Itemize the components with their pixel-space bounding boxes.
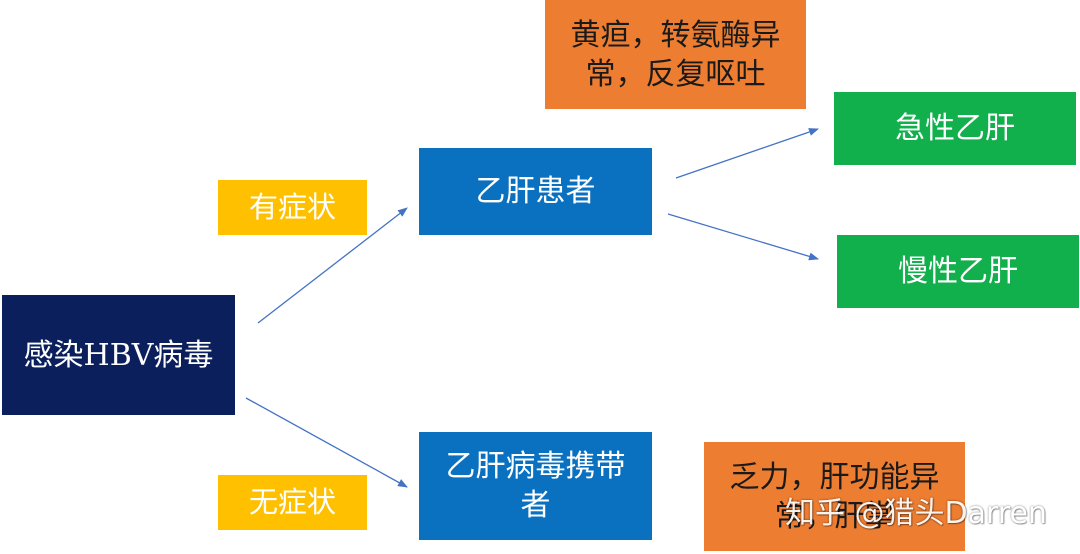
patient-symptoms-text: 黄疸，转氨酶异常，反复呕吐 xyxy=(570,17,781,92)
chronic-box: 慢性乙肝 xyxy=(837,235,1079,308)
zhihu-watermark: 知乎 @猎头Darren xyxy=(785,496,1047,531)
acute-box: 急性乙肝 xyxy=(834,92,1076,165)
arrow-infection-to-carrier xyxy=(245,397,408,488)
patient-symptoms-note: 黄疸，转氨酶异常，反复呕吐 xyxy=(545,0,806,109)
arrow-patient-to-acute xyxy=(675,128,819,179)
chronic-label: 慢性乙肝 xyxy=(898,254,1018,289)
infection-box: 感染HBV病毒 xyxy=(2,295,235,415)
acute-label: 急性乙肝 xyxy=(895,111,1015,146)
infection-label: 感染HBV病毒 xyxy=(23,337,214,373)
symptomatic-label: 有症状 xyxy=(248,189,336,224)
carrier-box: 乙肝病毒携带者 xyxy=(419,432,652,540)
asymptomatic-label-box: 无症状 xyxy=(218,475,367,530)
asymptomatic-label: 无症状 xyxy=(248,484,336,519)
carrier-symptoms-note: 乏力，肝功能异常，肝掌 xyxy=(704,442,965,551)
carrier-label: 乙肝病毒携带者 xyxy=(445,449,626,523)
arrow-patient-to-chronic xyxy=(667,213,819,261)
symptomatic-label-box: 有症状 xyxy=(218,180,367,235)
patient-label: 乙肝患者 xyxy=(475,174,596,209)
carrier-symptoms-text: 乏力，肝功能异常，肝掌 xyxy=(729,459,940,534)
patient-box: 乙肝患者 xyxy=(419,148,652,235)
